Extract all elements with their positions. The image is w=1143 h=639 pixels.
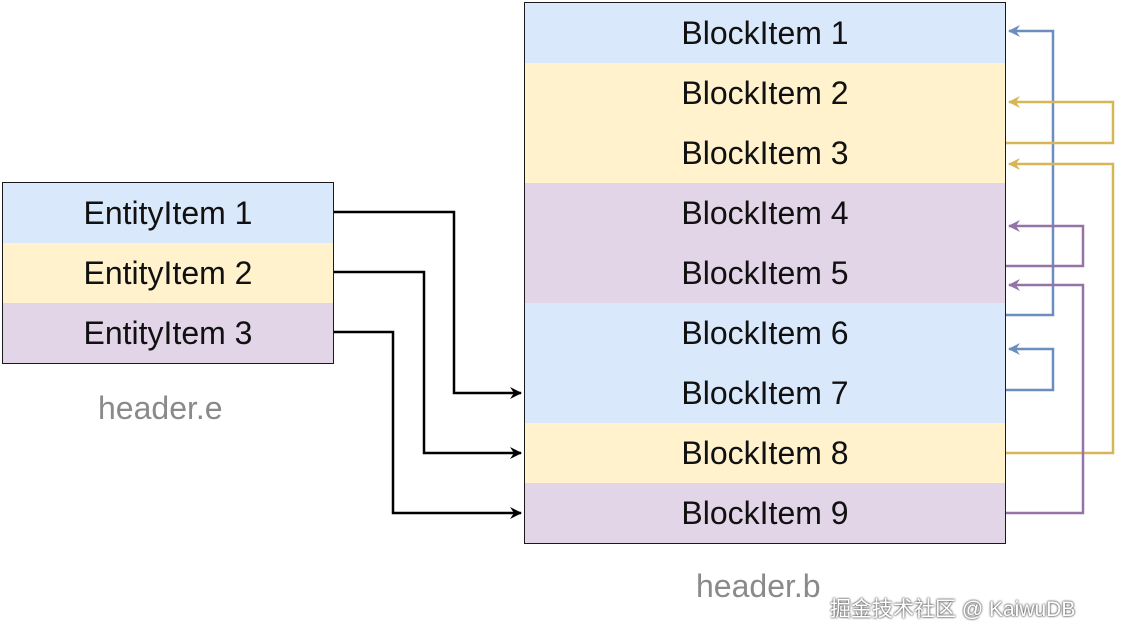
- arrow-block6-to-block1: [1006, 25, 1055, 317]
- watermark-text: 掘金技术社区 @ KaiwuDB: [830, 598, 1076, 621]
- block-item-7: BlockItem 7: [525, 363, 1005, 423]
- arrow-block8-to-block3: [1006, 158, 1115, 455]
- arrow-block9-to-block5: [1006, 279, 1085, 515]
- block-table: BlockItem 1 BlockItem 2 BlockItem 3 Bloc…: [524, 2, 1006, 544]
- block-item-4: BlockItem 4: [525, 183, 1005, 243]
- entity-item-3: EntityItem 3: [3, 303, 333, 363]
- block-item-5: BlockItem 5: [525, 243, 1005, 303]
- arrow-entity3-to-block9: [334, 330, 522, 519]
- block-caption: header.b: [696, 568, 821, 604]
- block-item-9: BlockItem 9: [525, 483, 1005, 543]
- arrow-block5-to-block4: [1006, 220, 1085, 268]
- entity-caption: header.e: [98, 390, 223, 426]
- block-item-6: BlockItem 6: [525, 303, 1005, 363]
- block-item-2: BlockItem 2: [525, 63, 1005, 123]
- entity-item-2: EntityItem 2: [3, 243, 333, 303]
- entity-table: EntityItem 1 EntityItem 2 EntityItem 3: [2, 182, 334, 364]
- arrow-block7-to-block6: [1006, 343, 1055, 392]
- arrow-entity2-to-block8: [334, 270, 522, 459]
- arrow-block3-to-block2: [1006, 96, 1115, 145]
- block-item-3: BlockItem 3: [525, 123, 1005, 183]
- entity-item-1: EntityItem 1: [3, 183, 333, 243]
- block-item-8: BlockItem 8: [525, 423, 1005, 483]
- block-item-1: BlockItem 1: [525, 3, 1005, 63]
- arrow-entity1-to-block7: [334, 210, 522, 399]
